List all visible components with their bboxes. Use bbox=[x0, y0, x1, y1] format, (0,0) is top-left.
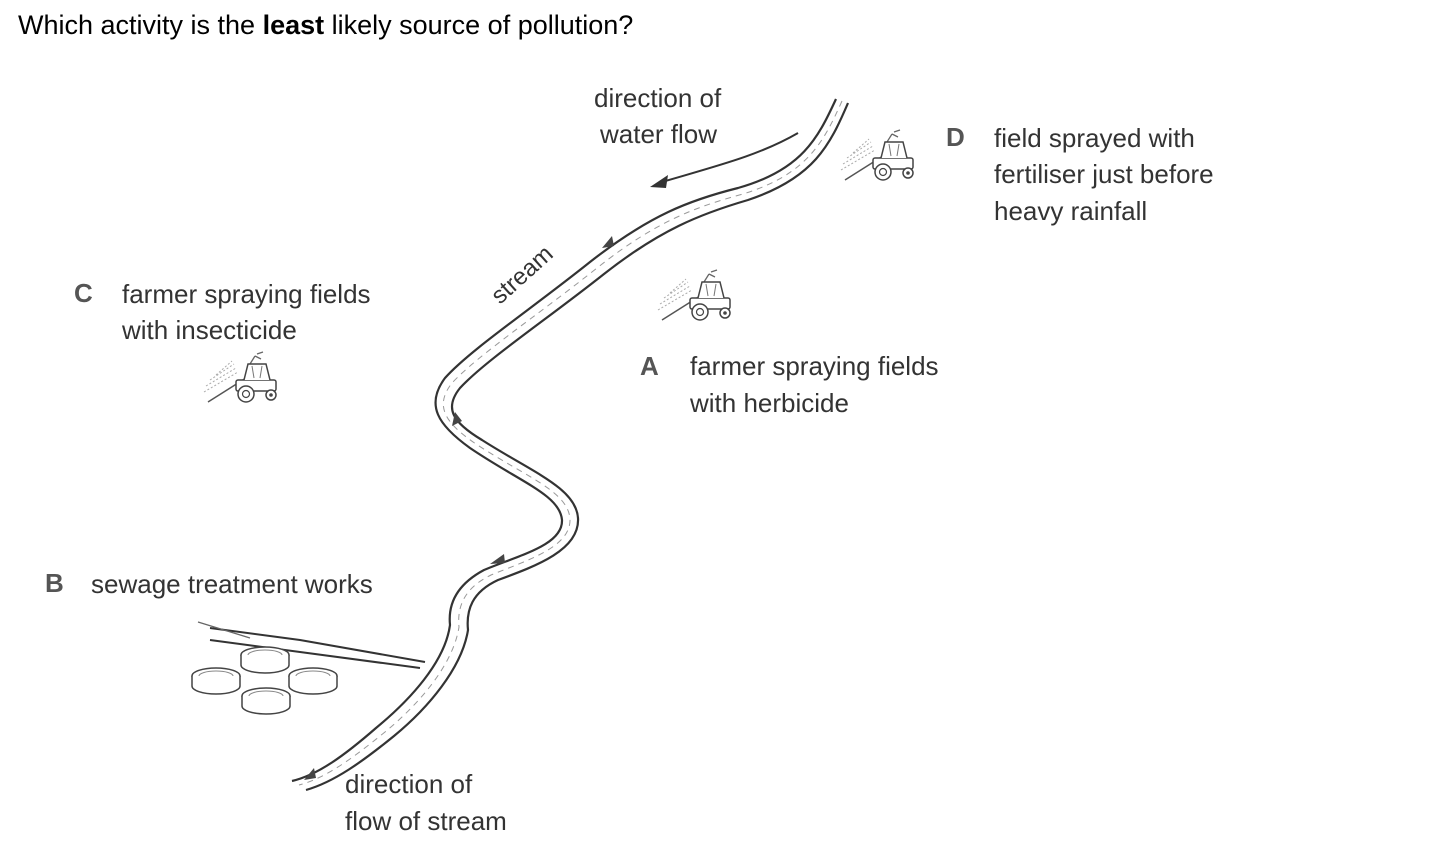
sewage-tank-icon bbox=[240, 646, 290, 674]
option-d-line-1: field sprayed with bbox=[994, 123, 1195, 153]
water-flow-label-line-1: direction of bbox=[594, 83, 722, 113]
option-a-line-2: with herbicide bbox=[690, 388, 849, 418]
option-c-line-1: farmer spraying fields bbox=[122, 279, 371, 309]
flow-arrow-1 bbox=[602, 236, 614, 248]
tractor-sprayer-icon-c bbox=[203, 351, 277, 403]
stream-centre-line bbox=[298, 100, 843, 786]
option-b-line-1: sewage treatment works bbox=[91, 569, 373, 599]
sewage-pipe-end bbox=[197, 621, 251, 639]
tractor-sprayer-icon-d bbox=[840, 129, 914, 181]
stream-flow-label-line-2: flow of stream bbox=[345, 806, 507, 836]
stream-flow-label-line-1: direction of bbox=[345, 769, 473, 799]
flow-arrow-4 bbox=[304, 768, 316, 780]
stream-right-bank bbox=[305, 102, 850, 792]
stream-left-bank bbox=[291, 98, 837, 783]
sewage-tank-icon bbox=[288, 667, 338, 695]
sewage-tank-icon bbox=[191, 667, 241, 695]
option-d-letter: D bbox=[946, 122, 965, 152]
question-emphasis: least bbox=[262, 10, 325, 40]
option-c-line-2: with insecticide bbox=[122, 315, 297, 345]
question-text: Which activity is the least likely sourc… bbox=[18, 10, 633, 41]
water-flow-label-line-2: water flow bbox=[600, 119, 718, 149]
question-part-2: likely source of pollution? bbox=[324, 10, 634, 40]
option-c-letter: C bbox=[74, 278, 93, 308]
option-d-line-3: heavy rainfall bbox=[994, 196, 1148, 226]
option-d-line-2: fertiliser just before bbox=[994, 159, 1214, 189]
tractor-sprayer-icon-a bbox=[657, 269, 731, 321]
option-a-letter: A bbox=[640, 351, 659, 381]
sewage-pipe-lower bbox=[209, 639, 421, 669]
sewage-pipe-upper bbox=[209, 627, 426, 663]
option-a-line-1: farmer spraying fields bbox=[690, 351, 939, 381]
sewage-tank-icon bbox=[241, 687, 291, 715]
question-part-1: Which activity is the bbox=[18, 10, 263, 40]
option-b-letter: B bbox=[45, 568, 64, 598]
water-flow-arrow bbox=[661, 132, 799, 183]
flow-arrow-3 bbox=[490, 554, 505, 564]
stream-label: stream bbox=[486, 240, 559, 309]
water-flow-arrowhead bbox=[650, 175, 668, 188]
flow-arrow-2 bbox=[452, 412, 462, 426]
